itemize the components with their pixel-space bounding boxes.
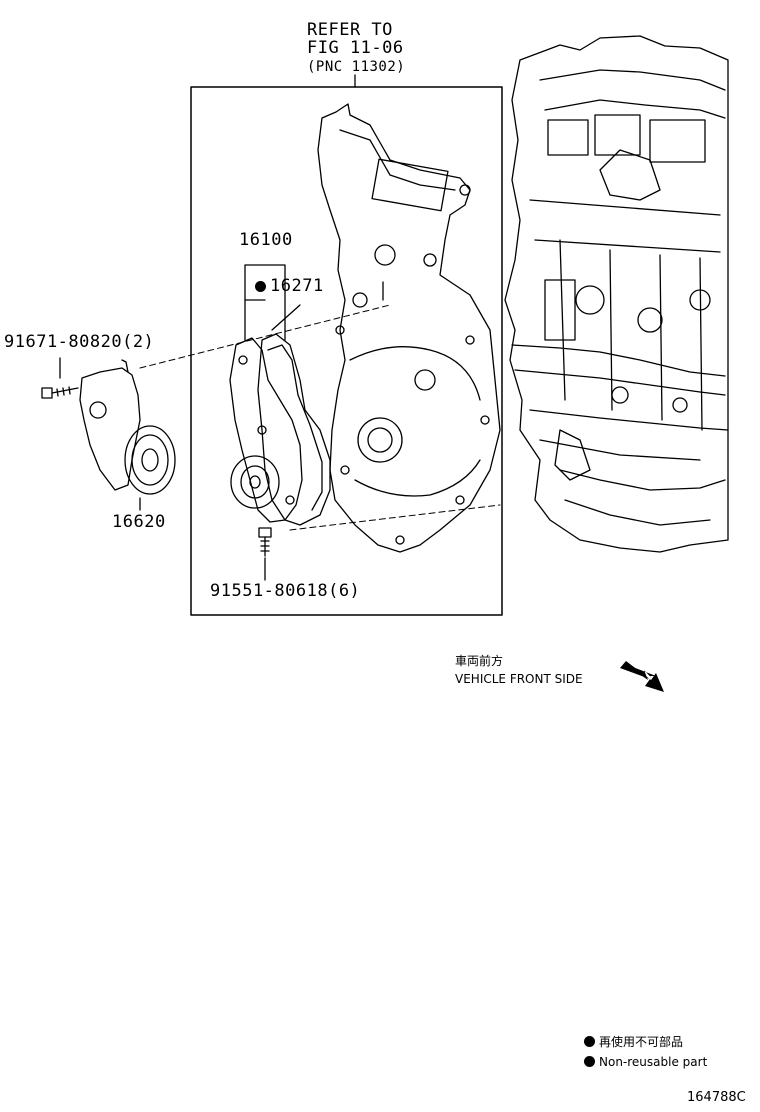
leader-16271-b: [271, 304, 301, 331]
legend-dot-icon: [584, 1036, 595, 1047]
part-16620: 16620: [112, 512, 166, 532]
timing-cover: [317, 103, 501, 553]
leader-16100: [244, 264, 286, 341]
front-side-arrow: [620, 661, 664, 692]
part-91671: 91671-80820(2): [4, 332, 155, 352]
part-16271: 16271: [255, 278, 324, 295]
figure-id: 164788C: [687, 1090, 746, 1105]
legend-en: Non-reusable part: [584, 1056, 707, 1068]
legend-dot-icon: [584, 1056, 595, 1067]
legend-jp: 再使用不可部品: [584, 1036, 683, 1048]
engine-block: [504, 35, 729, 553]
part-16100: 16100: [239, 230, 293, 250]
gasket: [257, 333, 331, 526]
direction-jp: 車両前方: [455, 654, 504, 668]
refer-line3: (PNC 11302): [307, 59, 406, 75]
reference-box: [190, 86, 503, 616]
pump-bolt: [258, 527, 272, 557]
tensioner-bolt: [41, 386, 79, 399]
water-pump: [229, 337, 303, 523]
part-16271-number: 16271: [270, 276, 324, 296]
refer-line2: FIG 11-06: [307, 38, 404, 58]
direction-en: VEHICLE FRONT SIDE: [455, 672, 583, 686]
legend-jp-text: 再使用不可部品: [599, 1035, 684, 1049]
legend-en-text: Non-reusable part: [599, 1055, 708, 1069]
tensioner: [79, 359, 176, 495]
part-91551: 91551-80618(6): [210, 581, 361, 601]
non-reusable-mark: [255, 281, 266, 292]
refer-line1: REFER TO: [307, 20, 393, 40]
